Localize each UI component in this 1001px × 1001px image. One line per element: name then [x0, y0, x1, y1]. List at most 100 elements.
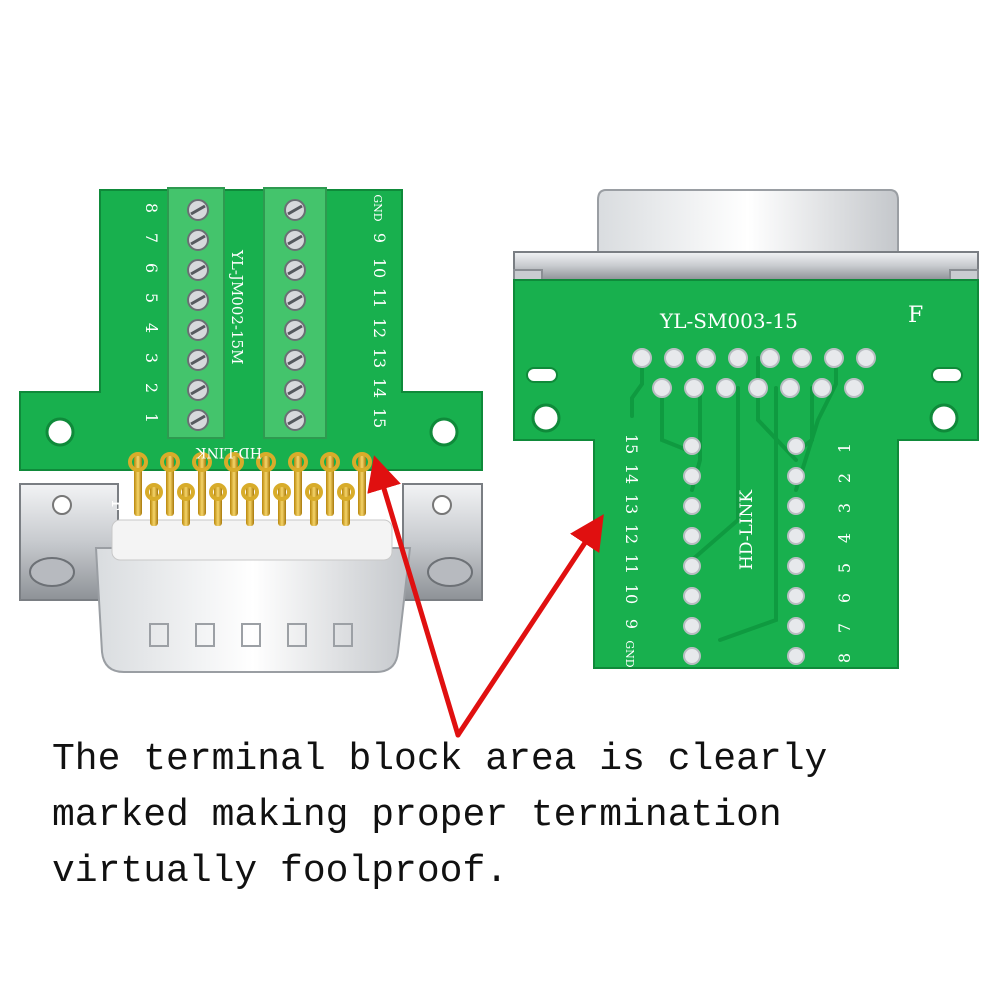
left-pcb — [19, 189, 483, 471]
pin-label: 7 — [835, 623, 854, 633]
pin-label: 6 — [835, 593, 854, 603]
pin-label: 7 — [142, 233, 161, 243]
solder-pad — [844, 378, 864, 398]
right-pcb-mount-hole — [429, 417, 459, 447]
header-pad — [683, 467, 701, 485]
solder-pad — [748, 378, 768, 398]
pin-label: 13 — [370, 348, 389, 368]
header-pad — [787, 647, 805, 665]
header-pad — [787, 497, 805, 515]
gold-pin — [278, 486, 286, 526]
left-block-screw-slot — [190, 354, 206, 366]
header-pad — [683, 587, 701, 605]
pin-label: 12 — [622, 524, 641, 544]
left-block-screw-slot — [190, 324, 206, 336]
solder-pad — [728, 348, 748, 368]
solder-pad — [792, 348, 812, 368]
right-mounting-bracket — [513, 251, 979, 281]
left-block-screw-slot — [190, 294, 206, 306]
header-pad — [683, 437, 701, 455]
pin-label: 8 — [835, 653, 854, 663]
right-block-screw-slot — [287, 234, 303, 246]
header-pad — [787, 557, 805, 575]
header-pad — [683, 647, 701, 665]
pin-label: 1 — [835, 443, 854, 453]
right-block-screw-slot — [287, 414, 303, 426]
solder-pad — [780, 378, 800, 398]
pin-label: 12 — [370, 318, 389, 338]
pin-label: 2 — [142, 383, 161, 393]
pin-label: 14 — [622, 464, 641, 484]
header-pad — [683, 497, 701, 515]
dsub-solder-pads — [632, 348, 876, 398]
pin-label: 9 — [370, 233, 389, 243]
left-board-model-label: YL-JM002-15M — [228, 249, 246, 364]
right-block-screw-slot — [287, 384, 303, 396]
gold-pin — [358, 456, 366, 516]
pin-label: GND — [623, 640, 636, 667]
gold-pins — [128, 452, 372, 526]
pin-label: 8 — [142, 203, 161, 213]
header-pad — [683, 557, 701, 575]
header-pad — [683, 527, 701, 545]
gold-pin-head — [256, 452, 276, 472]
right-block-screw-slot — [287, 354, 303, 366]
pin-label: 15 — [370, 408, 389, 428]
solder-pad — [664, 348, 684, 368]
header-pad — [787, 527, 805, 545]
right-pcb-hole-right — [929, 403, 959, 433]
right-terminal-block — [263, 187, 327, 439]
gold-pin-head — [224, 452, 244, 472]
gold-pin — [166, 456, 174, 516]
gold-pin-head — [192, 452, 212, 472]
gold-pin — [182, 486, 190, 526]
gold-pin — [342, 486, 350, 526]
caption-text: The terminal block area is clearly marke… — [52, 738, 828, 893]
arrow-to-left-terminal — [367, 455, 461, 738]
left-block-screw-slot — [190, 264, 206, 276]
pin-label: 14 — [370, 378, 389, 398]
solder-pad — [856, 348, 876, 368]
pin-label: 11 — [622, 554, 641, 574]
right-pcb-slot-left — [526, 367, 558, 383]
pin-label: 10 — [370, 258, 389, 278]
header-pad — [787, 467, 805, 485]
pin-label: 5 — [142, 293, 161, 303]
solder-pad — [632, 348, 652, 368]
gold-pin — [214, 486, 222, 526]
gold-pin-head — [337, 483, 355, 501]
right-pcb-slot-right — [931, 367, 963, 383]
left-block-screw-slot — [190, 384, 206, 396]
pcb-traces — [630, 356, 838, 642]
gold-pin-head — [128, 452, 148, 472]
right-pcb-hole-left — [531, 403, 561, 433]
left-block-screw-slot — [190, 234, 206, 246]
pin-label: 13 — [622, 494, 641, 514]
left-terminal-block — [167, 187, 225, 439]
pin-label: 10 — [622, 584, 641, 604]
left-bracket-hole — [52, 495, 72, 515]
pin-label: 2 — [835, 473, 854, 483]
right-block-screw-slot — [287, 204, 303, 216]
right-block-screw-slot — [287, 264, 303, 276]
gold-pin — [294, 456, 302, 516]
right-block-screw-slot — [287, 324, 303, 336]
pin-label: 5 — [835, 563, 854, 573]
gold-pin-head — [209, 483, 227, 501]
gold-pin-head — [177, 483, 195, 501]
right-board-model-label: YL-SM003-15 — [659, 309, 798, 333]
gold-pin — [134, 456, 142, 516]
right-pcb — [513, 279, 979, 669]
solder-pad — [760, 348, 780, 368]
header-pad — [683, 617, 701, 635]
pin-label: 3 — [142, 353, 161, 363]
gold-pin — [198, 456, 206, 516]
pin-label: 9 — [622, 619, 641, 629]
pin-label: 11 — [370, 288, 389, 308]
gold-pin-head — [288, 452, 308, 472]
pin-label: 15 — [622, 434, 641, 454]
